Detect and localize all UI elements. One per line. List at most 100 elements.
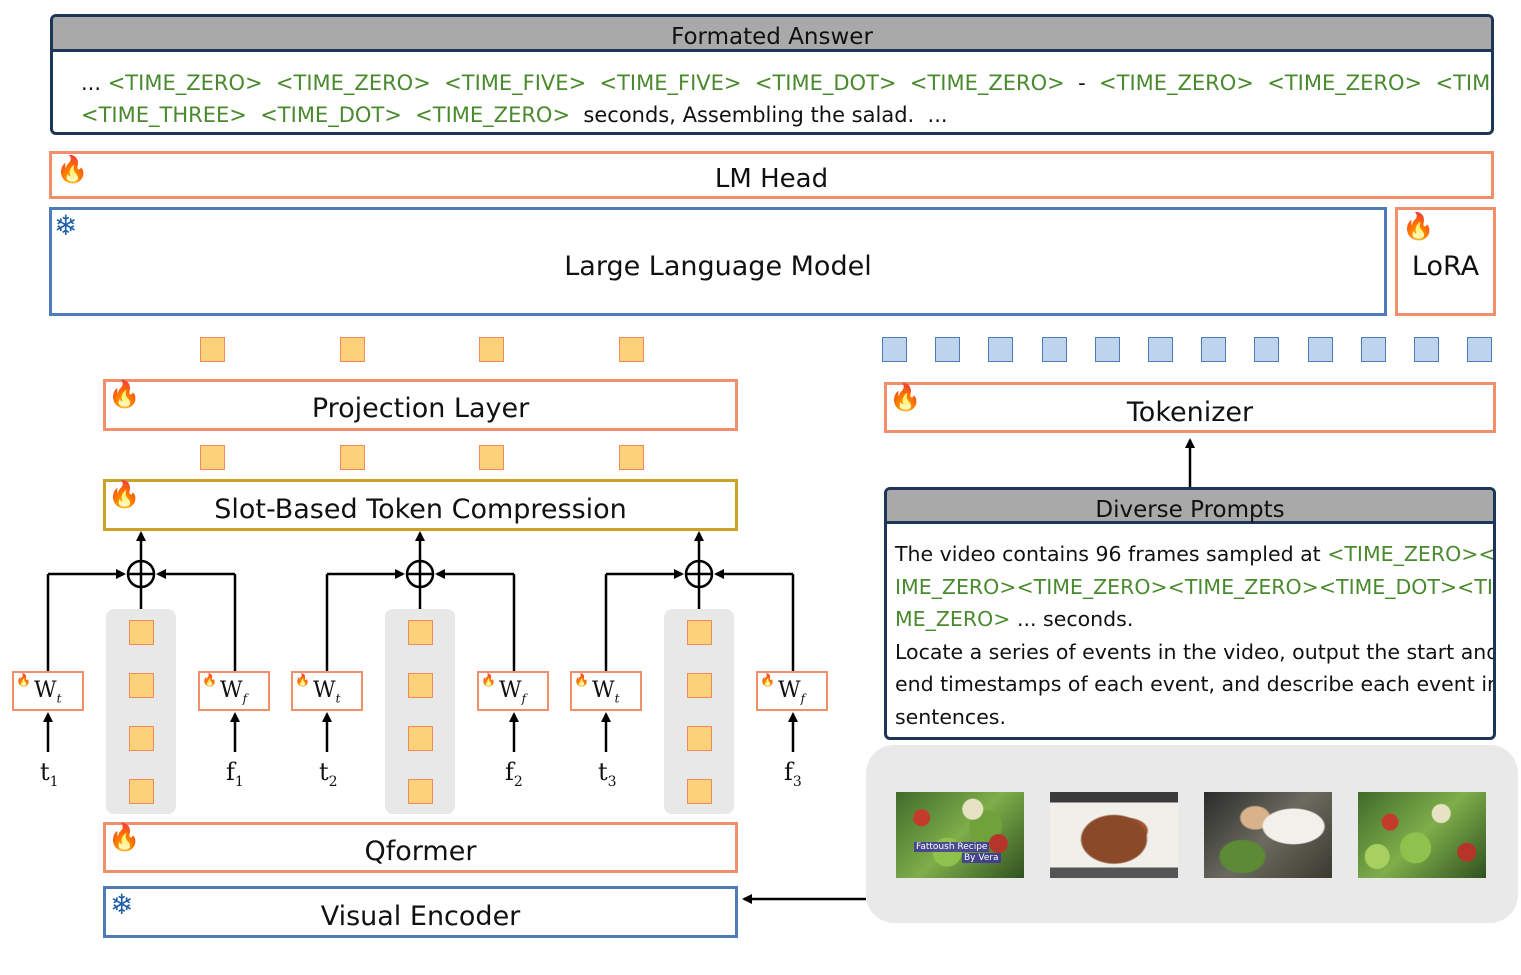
query-token: [129, 620, 154, 645]
timestamp-input-label: t3: [598, 758, 617, 790]
video-frame-3: [1204, 792, 1332, 878]
query-token: [129, 673, 154, 698]
frame-caption-line-2: By Vera: [962, 853, 1001, 863]
weight-f-box: 🔥Wf: [198, 671, 270, 711]
formatted-answer-title: Formated Answer: [53, 17, 1491, 52]
text-token: [1360, 337, 1386, 362]
plain-text: The video contains 96 frames sampled at: [895, 542, 1328, 566]
answer-line-2: <TIME_THREE> <TIME_DOT> <TIME_ZERO> seco…: [81, 103, 948, 127]
timestamp-input-label: t2: [319, 758, 338, 790]
text-token: [882, 337, 907, 362]
query-token: [408, 779, 433, 804]
plain-text: ...: [81, 71, 108, 95]
flame-icon: 🔥: [16, 673, 31, 687]
plain-text: sentences.: [895, 704, 1007, 729]
frame-caption-line-1: Fattoush Recipe: [914, 842, 990, 852]
text-token: [935, 337, 961, 362]
video-frames-panel: Fattoush Recipe By Vera: [866, 745, 1518, 923]
flame-icon: 🔥: [295, 673, 310, 687]
lora-box: 🔥 LoRA: [1395, 207, 1496, 316]
lm-head-box: 🔥 LM Head: [49, 151, 1494, 199]
timestamp-input-label: t1: [40, 758, 59, 790]
flame-icon: 🔥: [760, 673, 775, 687]
flame-icon: 🔥: [202, 673, 217, 687]
plain-text: ... seconds.: [1010, 607, 1134, 631]
query-token: [408, 620, 433, 645]
answer-line-1: ... <TIME_ZERO> <TIME_ZERO> <TIME_FIVE> …: [81, 71, 1491, 95]
flame-icon: 🔥: [1402, 212, 1435, 242]
lm-head-label: LM Head: [714, 164, 829, 194]
video-frame-1: Fattoush Recipe By Vera: [896, 792, 1024, 878]
weight-f-box: 🔥Wf: [756, 671, 828, 711]
visual-token: [619, 445, 644, 470]
projection-layer-label: Projection Layer: [311, 393, 530, 424]
weight-f-box: 🔥Wf: [477, 671, 549, 711]
time-token-text: ME_ZERO>: [895, 607, 1011, 631]
flame-icon: 🔥: [108, 380, 141, 410]
time-token-text: <TIME_ZERO><T: [1327, 542, 1496, 566]
plain-text: -: [1064, 71, 1100, 95]
projection-layer-box: 🔥 Projection Layer: [103, 379, 738, 431]
prompt-line: The video contains 96 frames sampled at …: [895, 542, 1496, 575]
tokenizer-label: Tokenizer: [1126, 397, 1254, 428]
text-token: [1041, 337, 1067, 362]
query-token: [408, 673, 433, 698]
visual-token: [340, 445, 365, 470]
visual-token: [200, 445, 225, 470]
prompt-line: ME_ZERO> ... seconds.: [895, 607, 1493, 640]
plain-text: Locate a series of events in the video, …: [895, 639, 1496, 664]
flame-icon: 🔥: [56, 155, 89, 185]
snowflake-icon: ❄: [54, 209, 78, 242]
qformer-label: Qformer: [364, 836, 477, 867]
flame-icon: 🔥: [574, 673, 589, 687]
lora-label: LoRA: [1411, 251, 1480, 282]
llm-box: ❄ Large Language Model: [49, 207, 1387, 316]
flame-icon: 🔥: [889, 383, 922, 413]
time-token-text: <TIME_ZERO> <TIME_ZERO> <TIME_FIVE> <TIM…: [107, 71, 1065, 95]
query-token: [687, 726, 712, 751]
time-token-text: <TIME_THREE> <TIME_DOT> <TIME_ZERO>: [81, 103, 571, 127]
query-token: [408, 726, 433, 751]
visual-encoder-box: ❄ Visual Encoder: [103, 886, 738, 938]
text-token: [1307, 337, 1333, 362]
diverse-prompts-title: Diverse Prompts: [887, 490, 1493, 524]
query-token: [129, 779, 154, 804]
llm-label: Large Language Model: [564, 251, 872, 282]
weight-symbol: Wt: [592, 678, 620, 706]
text-token: [1467, 337, 1493, 362]
weight-symbol: Wt: [34, 678, 62, 706]
time-token-text: IME_ZERO><TIME_ZERO><TIME_ZERO><TIME_DOT…: [895, 574, 1493, 599]
snowflake-icon: ❄: [110, 888, 134, 921]
weight-symbol: Wf: [220, 678, 248, 706]
prompt-line: end timestamps of each event, and descri…: [895, 672, 1496, 705]
slot-compression-box: 🔥 Slot-Based Token Compression: [103, 479, 738, 531]
frame-feature-input-label: f3: [784, 758, 802, 790]
text-token: [1201, 337, 1227, 362]
plain-text: end timestamps of each event, and descri…: [895, 672, 1496, 696]
visual-token: [479, 445, 504, 470]
query-token: [129, 726, 154, 751]
text-token: [1414, 337, 1439, 362]
flame-icon: 🔥: [481, 673, 496, 687]
flame-icon: 🔥: [108, 823, 141, 853]
slot-compression-label: Slot-Based Token Compression: [214, 494, 627, 525]
weight-symbol: Wf: [778, 678, 806, 706]
visual-token: [200, 337, 225, 362]
video-frame-2: [1050, 792, 1178, 878]
visual-token: [479, 337, 504, 362]
diverse-prompts-panel: Diverse Prompts The video contains 96 fr…: [884, 487, 1496, 740]
flame-icon: 🔥: [108, 480, 141, 510]
prompt-line: Locate a series of events in the video, …: [895, 639, 1496, 673]
text-token: [1254, 337, 1280, 362]
text-token: [1148, 337, 1173, 362]
query-token: [687, 779, 712, 804]
visual-encoder-label: Visual Encoder: [320, 901, 521, 932]
query-token: [687, 620, 712, 645]
weight-symbol: Wf: [499, 678, 527, 706]
prompt-line: sentences.: [895, 704, 1493, 738]
text-token: [1094, 337, 1120, 362]
time-token-text: <TIME_ZERO> <TIME_ZERO> <TIME_SEVEN>: [1099, 71, 1491, 95]
tokenizer-box: 🔥 Tokenizer: [884, 382, 1496, 433]
text-token: [988, 337, 1014, 362]
